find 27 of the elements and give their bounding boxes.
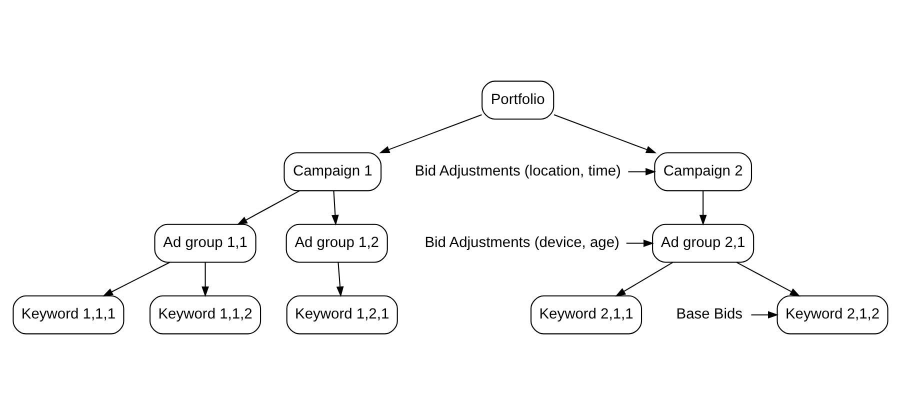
arrow xyxy=(699,190,707,225)
arrow xyxy=(379,114,482,153)
node-box: Ad group 1,1 xyxy=(154,223,256,262)
arrow xyxy=(102,261,170,296)
arrow xyxy=(554,114,657,153)
arrow xyxy=(332,190,339,225)
node-box: Keyword 1,2,1 xyxy=(286,294,398,334)
node-text: Base Bids xyxy=(676,306,743,322)
node-box: Campaign 1 xyxy=(284,152,382,191)
node-box: Ad group 1,2 xyxy=(286,223,388,262)
node-box: Keyword 1,1,1 xyxy=(12,294,124,334)
node-box: Portfolio xyxy=(482,80,554,120)
arrow xyxy=(336,262,344,297)
node-box: Keyword 2,1,2 xyxy=(776,294,888,334)
node-text: Bid Adjustments (location, time) xyxy=(414,163,621,180)
arrow xyxy=(202,262,209,297)
arrow xyxy=(736,261,800,296)
arrow xyxy=(236,190,300,225)
node-box: Ad group 2,1 xyxy=(652,223,754,262)
arrow xyxy=(751,310,779,318)
arrow xyxy=(615,261,673,296)
node-box: Keyword 2,1,1 xyxy=(530,294,642,334)
arrow xyxy=(626,239,654,246)
node-box: Keyword 1,1,2 xyxy=(150,294,262,334)
arrow xyxy=(628,168,656,175)
node-text: Bid Adjustments (device, age) xyxy=(424,234,620,251)
node-box: Campaign 2 xyxy=(654,152,752,191)
